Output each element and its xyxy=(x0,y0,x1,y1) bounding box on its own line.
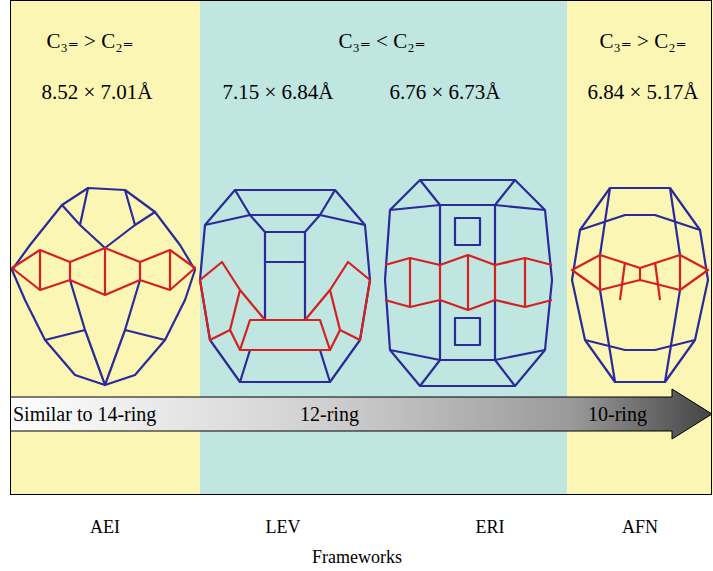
framework-name: AEI xyxy=(90,516,120,538)
pore-dimension: 8.52 × 7.01Å xyxy=(41,80,152,104)
ring-size-label: Similar to 14-ring xyxy=(13,402,156,426)
ring-size-arrow: Similar to 14-ring 12-ring 10-ring xyxy=(10,388,713,440)
framework-name: ERI xyxy=(476,516,505,538)
framework-name: LEV xyxy=(266,516,301,538)
plot-frame xyxy=(11,1,712,495)
selectivity-label: C₃₌ > C₂₌ xyxy=(599,29,686,53)
pore-dimension: 6.84 × 5.17Å xyxy=(587,80,698,104)
selectivity-label: C₃₌ < C₂₌ xyxy=(338,29,425,53)
pore-dimension: 6.76 × 6.73Å xyxy=(389,80,500,104)
axis-title: Frameworks xyxy=(312,546,402,568)
ring-size-label: 12-ring xyxy=(300,402,359,426)
selectivity-label: C₃₌ > C₂₌ xyxy=(46,29,133,53)
framework-name: AFN xyxy=(622,516,658,538)
afn-cage xyxy=(572,188,708,382)
pore-dimension: 7.15 × 6.84Å xyxy=(222,80,333,104)
lev-cage xyxy=(200,190,370,382)
ring-size-label: 10-ring xyxy=(588,402,647,426)
aei-cage xyxy=(12,188,195,385)
eri-cage xyxy=(385,180,552,386)
